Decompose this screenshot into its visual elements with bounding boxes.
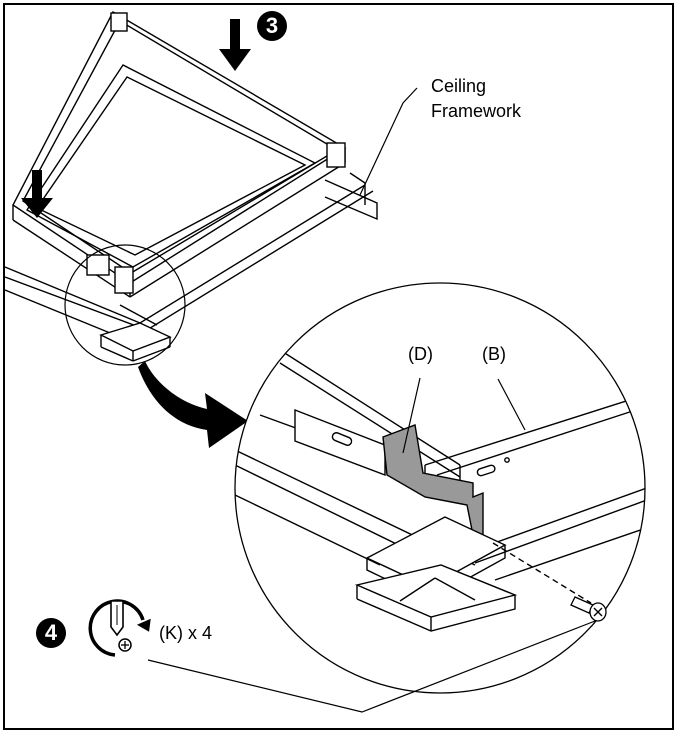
down-arrow-icon xyxy=(219,19,251,71)
leader-d xyxy=(402,377,421,454)
down-arrow-icon xyxy=(21,170,53,218)
part-d-label: (D) xyxy=(408,344,433,364)
diagram-frame: 3 4 Ceiling Framework (D) (B) (K) x 4 xyxy=(3,3,674,730)
ceiling-leader-line xyxy=(359,87,418,196)
part-b-label: (B) xyxy=(482,344,506,364)
detail-callout-circle xyxy=(64,244,186,366)
light-fixture-frame xyxy=(12,11,347,298)
step-3-badge: 3 xyxy=(257,11,287,41)
step-4-badge: 4 xyxy=(36,618,66,648)
screw-leader-line xyxy=(147,620,596,713)
screwdriver-rotate-icon xyxy=(88,599,151,657)
screw-quantity-label: (K) x 4 xyxy=(159,623,213,643)
curved-arrow-icon xyxy=(138,361,248,448)
ceiling-framework-grid xyxy=(5,172,378,362)
ceiling-label-line1: Ceiling xyxy=(431,76,487,96)
zoom-detail-contents xyxy=(235,349,645,632)
spring-bracket-d xyxy=(382,424,484,538)
ceiling-label-line2: Framework xyxy=(431,101,522,121)
leader-b xyxy=(497,378,526,431)
screw-icon xyxy=(570,596,607,622)
assembly-illustration xyxy=(5,11,646,713)
